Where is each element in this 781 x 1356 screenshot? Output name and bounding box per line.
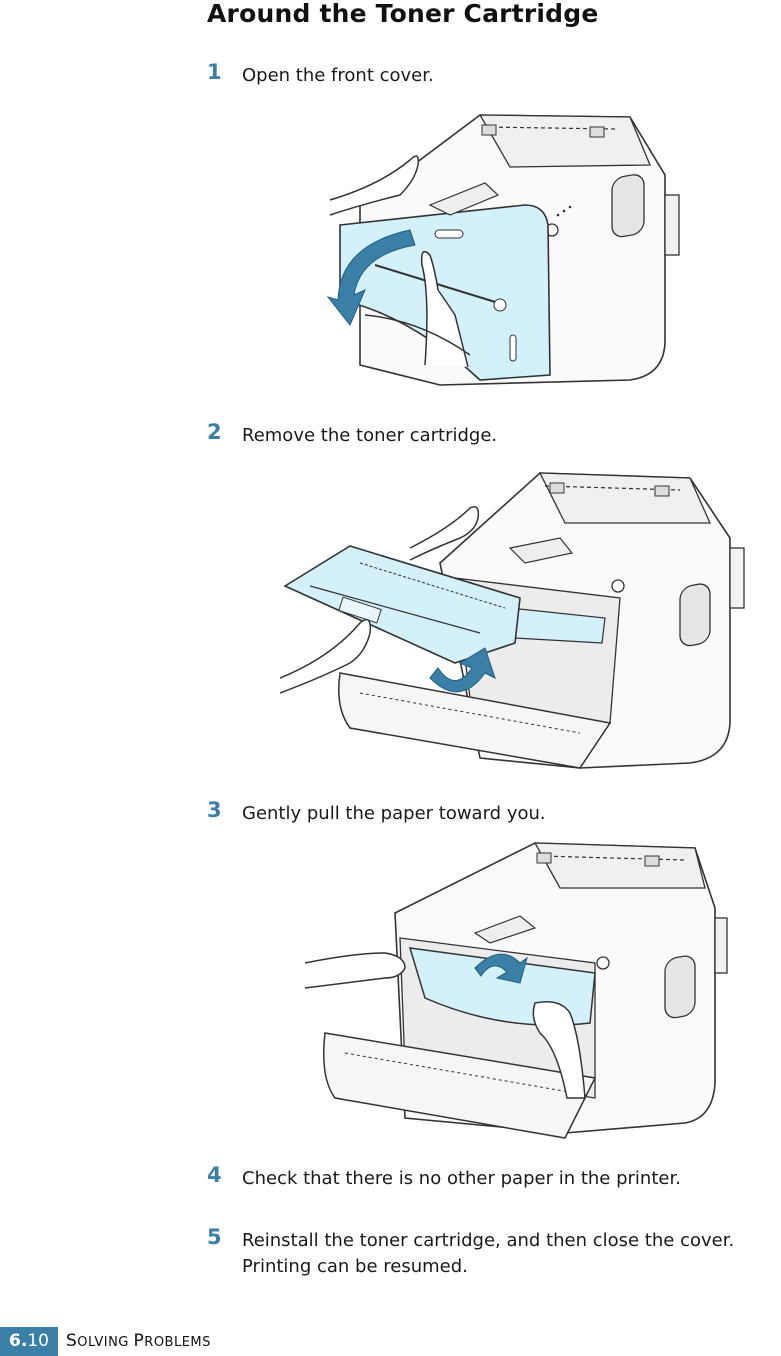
step-number: 1 [207, 60, 222, 84]
illustration-remove-toner-cartridge [280, 472, 745, 769]
page-footer: 6.10 SOLVING PROBLEMS [0, 1327, 781, 1356]
step-number: 5 [207, 1225, 222, 1249]
illustration-open-front-cover [326, 114, 680, 386]
step-number: 2 [207, 420, 222, 444]
chapter-number: 6. [9, 1331, 28, 1351]
section-title: SOLVING PROBLEMS [66, 1331, 211, 1351]
step-text: Remove the toner cartridge. [242, 425, 498, 446]
step-text: Open the front cover. [242, 65, 434, 86]
step-number: 3 [207, 798, 222, 822]
step-text: Check that there is no other paper in th… [242, 1168, 681, 1189]
page-number-badge: 6.10 [0, 1327, 58, 1356]
page-title: Around the Toner Cartridge [207, 0, 599, 28]
illustration-pull-paper [305, 842, 728, 1139]
step-text: Reinstall the toner cartridge, and then … [242, 1230, 735, 1251]
step-text: Gently pull the paper toward you. [242, 803, 546, 824]
step-text-continued: Printing can be resumed. [242, 1256, 468, 1277]
step-number: 4 [207, 1163, 222, 1187]
page-number: 10 [27, 1331, 49, 1351]
